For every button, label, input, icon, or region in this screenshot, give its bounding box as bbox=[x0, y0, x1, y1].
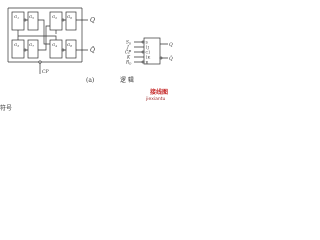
symbol-output-q-label: Q bbox=[169, 42, 173, 48]
gate-g5 bbox=[27, 11, 39, 31]
input-sd-label: SD bbox=[126, 40, 132, 46]
gate-g6 bbox=[65, 11, 77, 31]
symbol-output-wires bbox=[160, 43, 168, 59]
input-cp-label: CP bbox=[125, 50, 131, 55]
gate-label-g8: G8 bbox=[67, 42, 72, 48]
symbol-pin-labels: S 1J C1 1K R bbox=[146, 40, 151, 64]
pin-1k-label: 1K bbox=[146, 55, 151, 59]
symbol-output-qbar-label: Q̄ bbox=[169, 55, 173, 62]
symbol-box bbox=[143, 37, 161, 65]
clock-label: CP bbox=[42, 69, 49, 75]
figure-canvas: G1 G2 G3 G4 G5 G6 G7 G8 Q Q̄ CP (a) SD J… bbox=[0, 7, 173, 112]
gate-label-g3: G3 bbox=[14, 42, 19, 48]
pin-1j-label: 1J bbox=[146, 45, 150, 49]
output-wires bbox=[76, 19, 88, 51]
gate-label-g6: G6 bbox=[67, 14, 72, 20]
input-j-label: J bbox=[126, 45, 129, 50]
watermark-title: 接线图 bbox=[149, 88, 168, 96]
output-qbar-label: Q̄ bbox=[90, 47, 95, 54]
gate-g7 bbox=[27, 39, 39, 59]
cross-wires bbox=[38, 19, 50, 51]
pin-s-label: S bbox=[146, 40, 149, 44]
jk-flipflop-figure: G1 G2 G3 G4 G5 G6 G7 G8 Q Q̄ CP (a) SD J… bbox=[0, 0, 179, 120]
gate-labels: G1 G2 G3 G4 G5 G6 G7 G8 bbox=[14, 14, 72, 48]
logic-symbol bbox=[134, 37, 168, 65]
output-q-label: Q bbox=[90, 17, 95, 24]
clock-inverter-bubble bbox=[38, 60, 42, 64]
caption-a: (a) bbox=[86, 77, 94, 84]
gate-label-g7: G7 bbox=[29, 42, 34, 48]
feedback-wires bbox=[17, 30, 57, 40]
footer-caption-text: 符号 bbox=[0, 104, 12, 112]
pin-r-label: R bbox=[146, 60, 149, 64]
symbol-input-wires bbox=[134, 41, 144, 63]
pin-c1-label: C1 bbox=[146, 50, 151, 54]
cp-inverter-bubble bbox=[141, 50, 145, 54]
caption-logic: 逻 辑 bbox=[120, 76, 134, 84]
input-rd-label: RD bbox=[125, 60, 132, 66]
watermark-subtitle: jiexiantu bbox=[145, 96, 165, 102]
rd-inverter-bubble bbox=[141, 60, 145, 64]
symbol-input-labels: SD J CP K RD bbox=[125, 40, 132, 66]
gate-level-diagram bbox=[7, 7, 88, 74]
gate-g8 bbox=[65, 39, 77, 59]
input-k-label: K bbox=[126, 55, 131, 60]
gate-label-g4: G4 bbox=[52, 42, 57, 48]
frame-lines bbox=[7, 7, 83, 63]
gate-label-g1: G1 bbox=[14, 14, 19, 20]
qbar-inverter-bubble bbox=[159, 56, 163, 60]
gate-label-g5: G5 bbox=[29, 14, 34, 20]
gate-label-g2: G2 bbox=[52, 14, 57, 20]
sd-inverter-bubble bbox=[141, 40, 145, 44]
